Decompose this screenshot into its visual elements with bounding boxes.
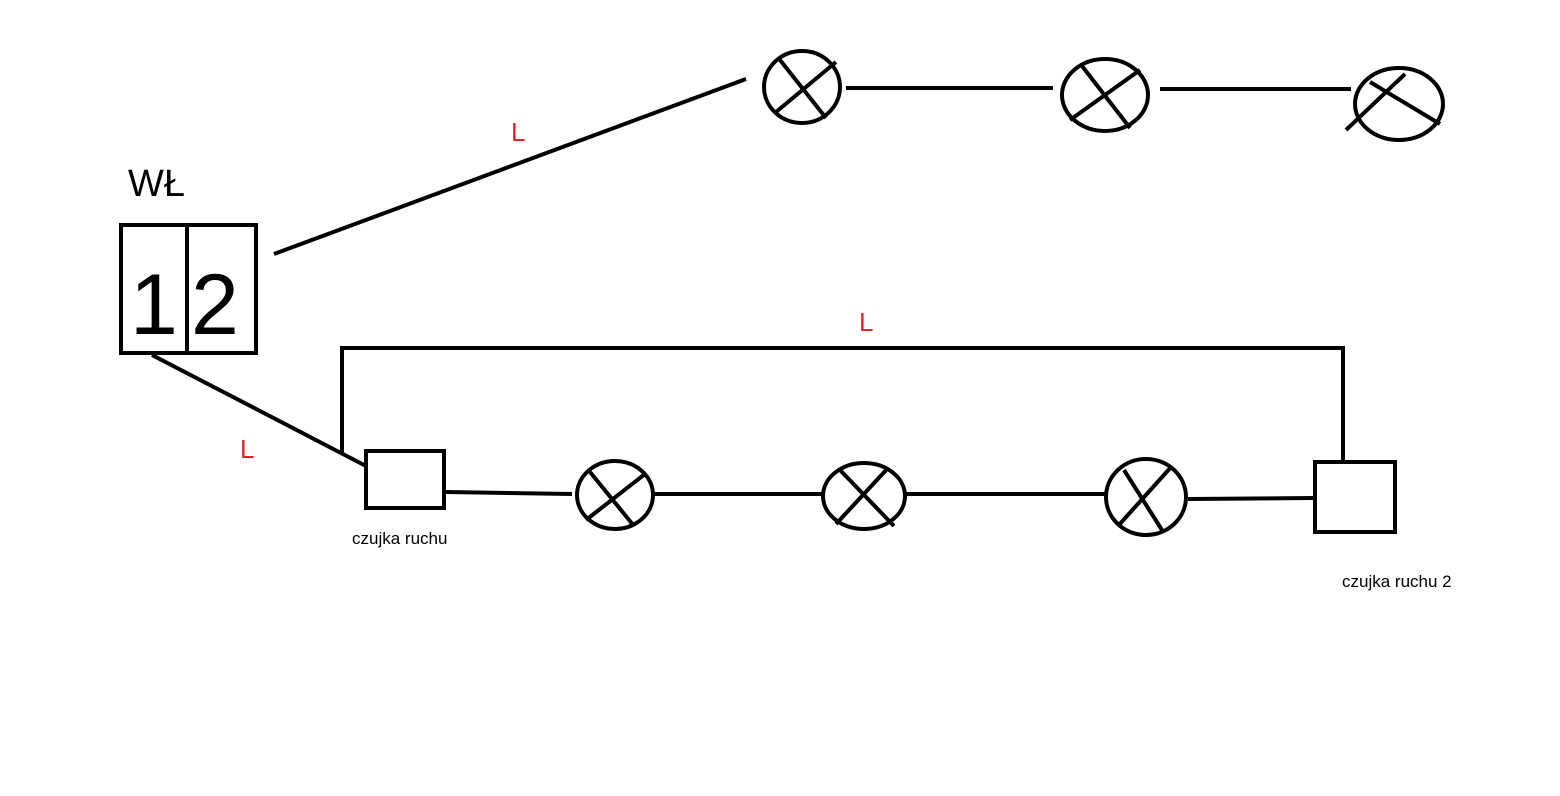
line-label-bottom-left: L <box>240 434 254 464</box>
line-label-top: L <box>511 117 525 147</box>
lamp-icon-bottom-1 <box>575 459 655 531</box>
switch-key-1-label: 1 <box>130 257 178 353</box>
wire-return-loop <box>340 346 1345 465</box>
lamp-icon-top-3 <box>1344 66 1445 142</box>
wire-switch-to-sensor-1 <box>151 353 367 468</box>
line-label-bottom-right: L <box>859 307 873 337</box>
sensor-1-label: czujka ruchu <box>352 529 447 548</box>
wire-lamp-3-to-sensor-2 <box>1187 496 1315 501</box>
switch-label: WŁ <box>128 163 185 205</box>
sensor-2-label: czujka ruchu 2 <box>1342 572 1452 591</box>
lamp-icon-top-2 <box>1060 57 1150 133</box>
lamp-icon-bottom-3 <box>1104 457 1188 537</box>
switch-box <box>119 223 258 355</box>
motion-sensor-1-box <box>364 449 446 510</box>
wire-switch-to-top-lamps <box>273 77 747 256</box>
lamp-icon-top-1 <box>762 49 842 125</box>
motion-sensor-2-box <box>1313 460 1397 534</box>
switch-key-2-label: 2 <box>191 257 239 353</box>
wire-sensor-1-to-lamp-1 <box>445 490 573 496</box>
lamp-icon-bottom-2 <box>821 461 907 531</box>
